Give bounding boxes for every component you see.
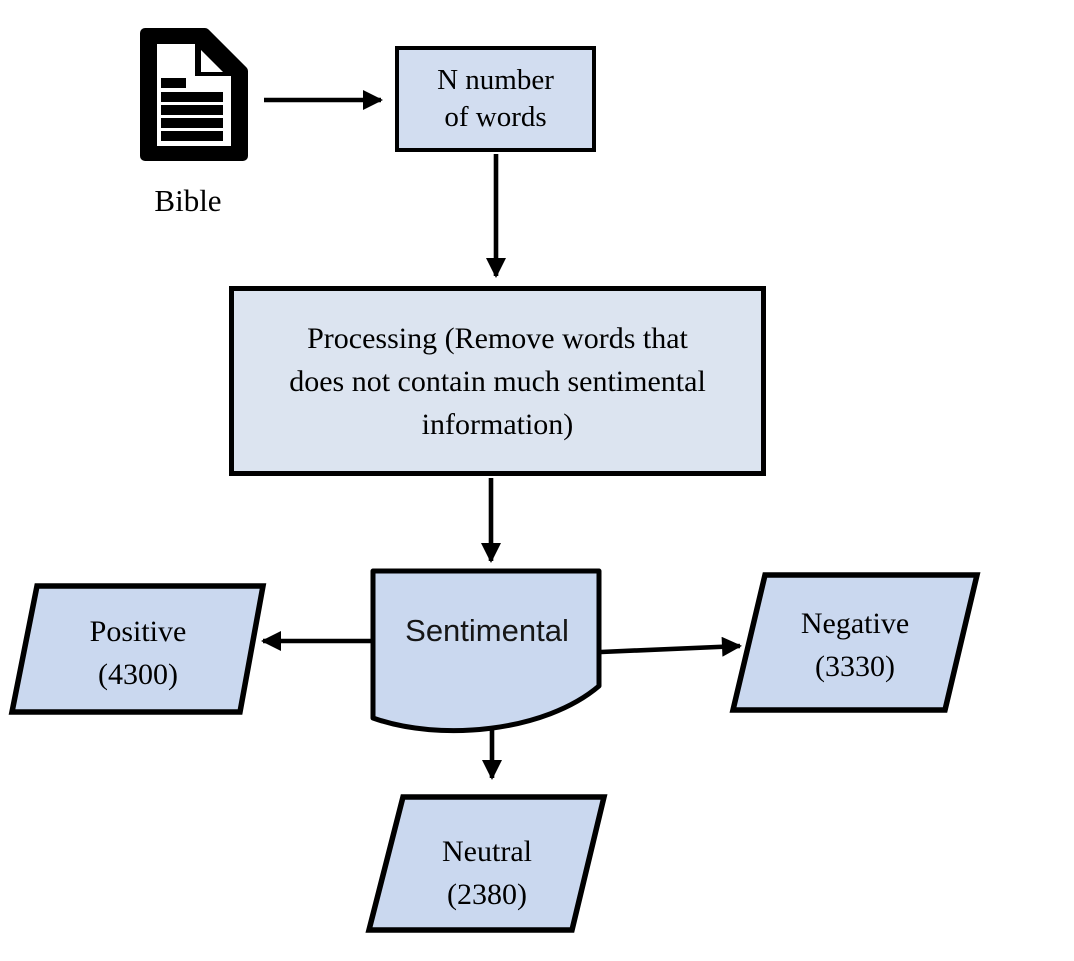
negative-label: Negative (3330) [735,602,975,688]
word-count-box: N number of words [395,46,596,152]
word-count-label-line1: N number [437,64,554,96]
negative-count: (3330) [815,650,895,683]
neutral-label: Neutral (2380) [367,830,607,916]
bible-label: Bible [154,183,222,218]
positive-count: (4300) [98,658,178,691]
negative-label-line1: Negative [800,607,910,640]
negative-parallelogram [729,572,981,713]
neutral-label-line1: Neutral [442,835,532,868]
processing-box: Processing (Remove words that does not c… [229,286,766,476]
neutral-parallelogram [365,794,608,933]
positive-parallelogram [8,583,267,715]
document-icon-fold [201,50,223,72]
positive-label-line1: Positive [89,615,187,648]
word-count-label-line2: of words [444,101,547,133]
processing-label-line3: information) [421,407,574,441]
document-icon-text-lines [161,78,223,141]
neutral-count: (2380) [447,878,527,911]
processing-label-line1: Processing (Remove words that [307,321,688,355]
positive-label: Positive (4300) [18,610,258,696]
sentimental-document-shape [370,568,602,734]
sentimental-label: Sentimental [405,613,569,648]
processing-label-line2: does not contain much sentimental [289,364,706,398]
bible-document-icon [140,28,248,161]
arrow-sentimental-to-negative [600,636,742,657]
